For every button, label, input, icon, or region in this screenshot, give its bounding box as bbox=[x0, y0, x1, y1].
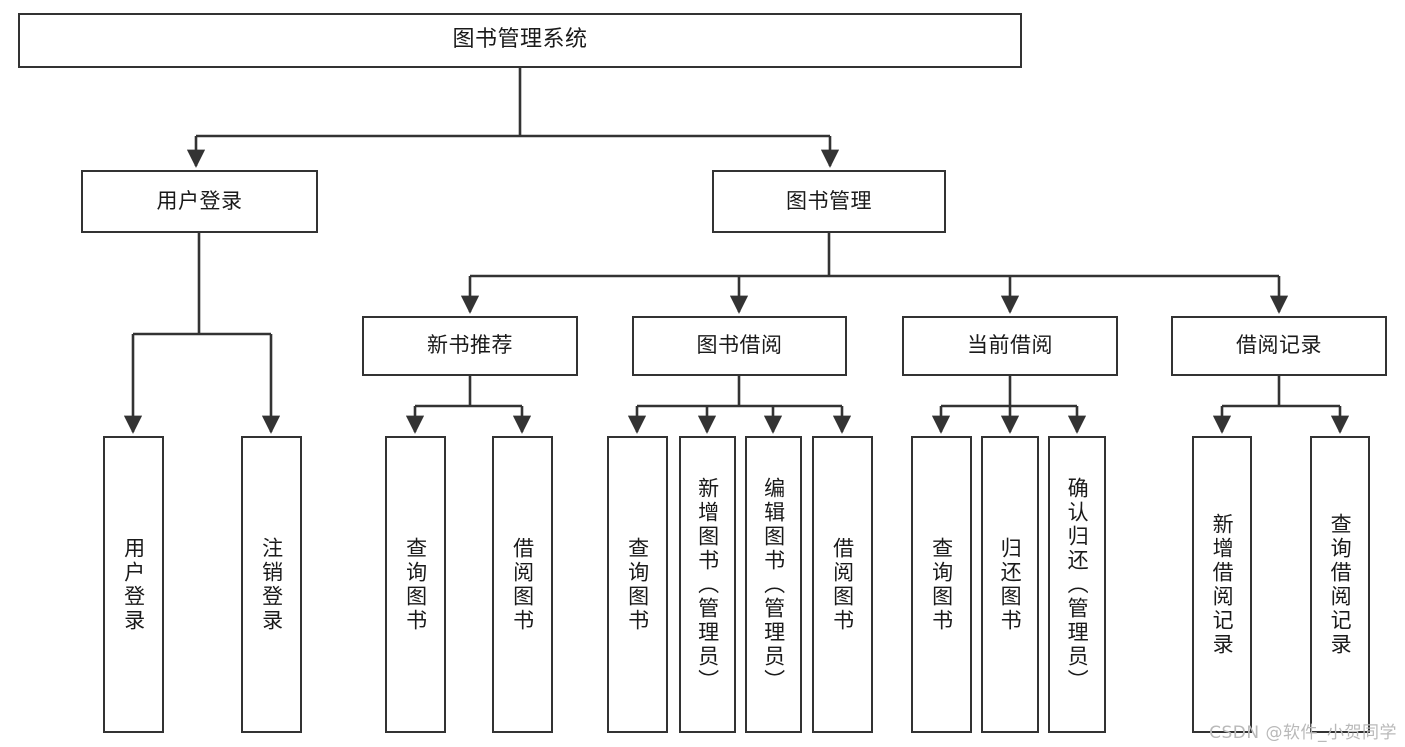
node-book-management-label: 图书管理 bbox=[786, 188, 872, 213]
leaf-user-logout[interactable]: 注销登录 bbox=[241, 436, 302, 733]
node-user-login[interactable]: 用户登录 bbox=[81, 170, 318, 233]
leaf-return-book[interactable]: 归还图书 bbox=[981, 436, 1039, 733]
node-book-borrow[interactable]: 图书借阅 bbox=[632, 316, 847, 376]
leaf-user-logout-label: 注销登录 bbox=[259, 536, 284, 633]
leaf-query-book-recommend[interactable]: 查询图书 bbox=[385, 436, 446, 733]
node-root-label: 图书管理系统 bbox=[452, 27, 588, 53]
leaf-add-borrow-record[interactable]: 新增借阅记录 bbox=[1192, 436, 1252, 733]
leaf-add-borrow-record-label: 新增借阅记录 bbox=[1210, 512, 1235, 657]
leaf-edit-book[interactable]: 编辑图书（管理员） bbox=[745, 436, 802, 733]
csdn-watermark: CSDN @软件_小贺同学 bbox=[1209, 723, 1397, 743]
leaf-borrow-book[interactable]: 借阅图书 bbox=[812, 436, 873, 733]
leaf-query-borrow-record-label: 查询借阅记录 bbox=[1328, 512, 1353, 657]
node-new-book-recommend-label: 新书推荐 bbox=[427, 333, 513, 358]
node-new-book-recommend[interactable]: 新书推荐 bbox=[362, 316, 578, 376]
node-current-borrow-label: 当前借阅 bbox=[967, 333, 1053, 358]
leaf-edit-book-label: 编辑图书（管理员） bbox=[761, 476, 786, 693]
leaf-confirm-return-label: 确认归还（管理员） bbox=[1065, 476, 1090, 693]
leaf-confirm-return[interactable]: 确认归还（管理员） bbox=[1048, 436, 1106, 733]
leaf-query-borrow-record[interactable]: 查询借阅记录 bbox=[1310, 436, 1370, 733]
node-current-borrow[interactable]: 当前借阅 bbox=[902, 316, 1118, 376]
node-borrow-record-label: 借阅记录 bbox=[1236, 333, 1322, 358]
leaf-query-book-borrow-label: 查询图书 bbox=[625, 536, 650, 633]
leaf-add-book-label: 新增图书（管理员） bbox=[695, 476, 720, 693]
leaf-user-login-label: 用户登录 bbox=[121, 536, 146, 633]
leaf-borrow-book-recommend-label: 借阅图书 bbox=[510, 536, 535, 633]
leaf-add-book[interactable]: 新增图书（管理员） bbox=[679, 436, 736, 733]
node-user-login-label: 用户登录 bbox=[156, 188, 243, 213]
leaf-query-book-borrow[interactable]: 查询图书 bbox=[607, 436, 668, 733]
node-book-borrow-label: 图书借阅 bbox=[696, 333, 783, 358]
leaf-query-book-current-label: 查询图书 bbox=[929, 536, 954, 633]
leaf-return-book-label: 归还图书 bbox=[998, 536, 1023, 633]
leaf-user-login[interactable]: 用户登录 bbox=[103, 436, 164, 733]
node-borrow-record[interactable]: 借阅记录 bbox=[1171, 316, 1387, 376]
leaf-borrow-book-recommend[interactable]: 借阅图书 bbox=[492, 436, 553, 733]
node-book-management[interactable]: 图书管理 bbox=[712, 170, 946, 233]
leaf-borrow-book-label: 借阅图书 bbox=[830, 536, 855, 633]
leaf-query-book-current[interactable]: 查询图书 bbox=[911, 436, 972, 733]
leaf-query-book-recommend-label: 查询图书 bbox=[403, 536, 428, 633]
node-root-system[interactable]: 图书管理系统 bbox=[18, 13, 1022, 68]
